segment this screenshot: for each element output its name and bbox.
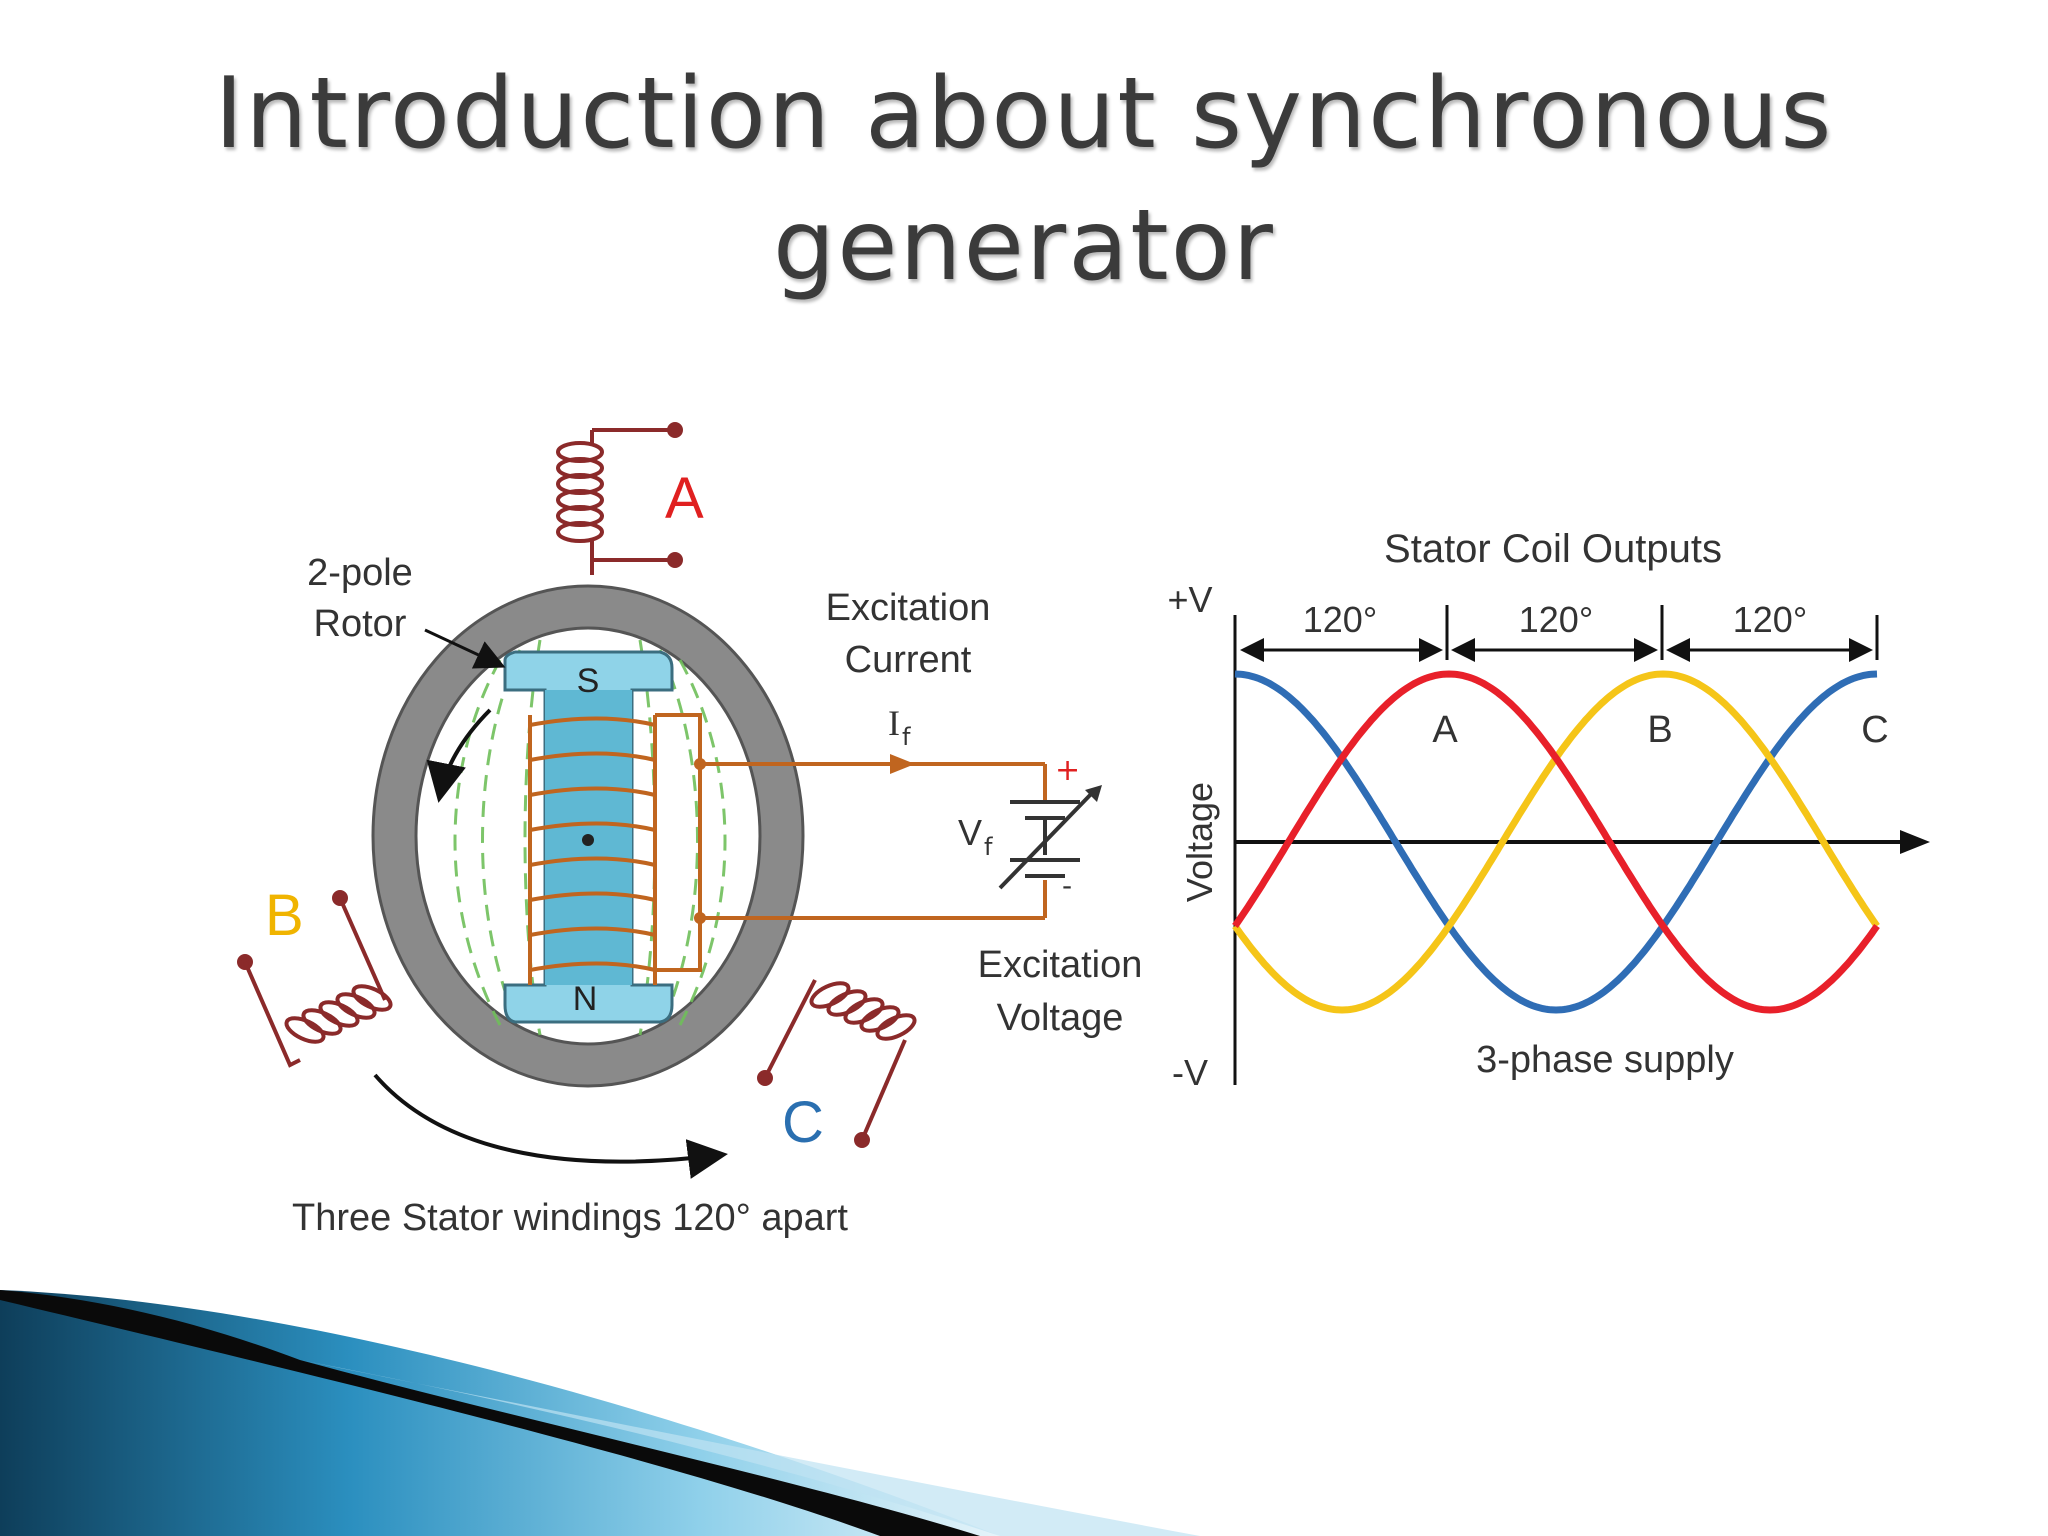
- variable-battery-icon: [998, 788, 1097, 890]
- x-axis-arrow-icon: [1900, 830, 1930, 854]
- phase-dimension-markers: [1240, 605, 1879, 662]
- excitation-voltage-line1: Excitation: [978, 944, 1143, 986]
- rotor-windings: [528, 713, 702, 985]
- coil-a: [556, 422, 683, 575]
- angle-label-2: 120°: [1519, 599, 1593, 640]
- rotor-label-line2: Rotor: [314, 603, 407, 645]
- angle-label-3: 120°: [1733, 599, 1807, 640]
- angle-label-1: 120°: [1303, 599, 1377, 640]
- coil-a-label: A: [665, 466, 704, 531]
- waveform-title: Stator Coil Outputs: [1384, 527, 1722, 571]
- peak-label-c: C: [1861, 709, 1888, 751]
- coil-c: [757, 979, 917, 1148]
- rotor-pointer-arrow-icon: [424, 628, 506, 669]
- voltage-subscript: f: [984, 833, 993, 861]
- pole-s-label: S: [577, 662, 600, 700]
- rotation-arrow-icon: [426, 708, 492, 803]
- voltage-symbol: V: [958, 812, 982, 853]
- excitation-current-line1: Excitation: [826, 587, 991, 629]
- waveform-diagram: Stator Coil Outputs +V -V Voltage 120° 1…: [1167, 527, 1930, 1093]
- excitation-current-line2: Current: [845, 639, 972, 681]
- swoosh-decoration: [0, 1290, 1200, 1536]
- rotor-label-line1: 2-pole: [307, 552, 413, 594]
- current-symbol: I: [888, 703, 900, 743]
- title-line-1: Introduction about synchronous: [214, 57, 1834, 171]
- waveform-caption: 3-phase supply: [1476, 1039, 1734, 1081]
- coil-b: [237, 890, 393, 1068]
- plus-sign: +: [1055, 753, 1080, 788]
- generator-diagram: A B C 2-pole Rotor S N Excitation Curren…: [237, 422, 1143, 1239]
- excitation-voltage-line2: Voltage: [997, 997, 1124, 1039]
- current-arrow-icon: [890, 754, 915, 774]
- peak-label-b: B: [1647, 709, 1672, 751]
- title-line-2: generator: [773, 189, 1275, 303]
- current-subscript: f: [902, 723, 911, 751]
- coil-c-label: C: [782, 1090, 824, 1155]
- stator-caption: Three Stator windings 120° apart: [292, 1197, 848, 1239]
- coil-b-label: B: [265, 883, 304, 948]
- minus-sign: -: [1062, 869, 1072, 902]
- pos-v-label: +V: [1167, 579, 1212, 620]
- stator-spacing-arrow-icon: [373, 1073, 728, 1179]
- phase-a-wave: [1232, 670, 1880, 1014]
- pole-n-label: N: [573, 980, 598, 1018]
- neg-v-label: -V: [1172, 1052, 1208, 1093]
- peak-label-a: A: [1432, 709, 1458, 751]
- excitation-wires: [700, 762, 1047, 920]
- page-title: Introduction about synchronous generator: [0, 48, 2048, 312]
- y-axis-label: Voltage: [1179, 782, 1220, 902]
